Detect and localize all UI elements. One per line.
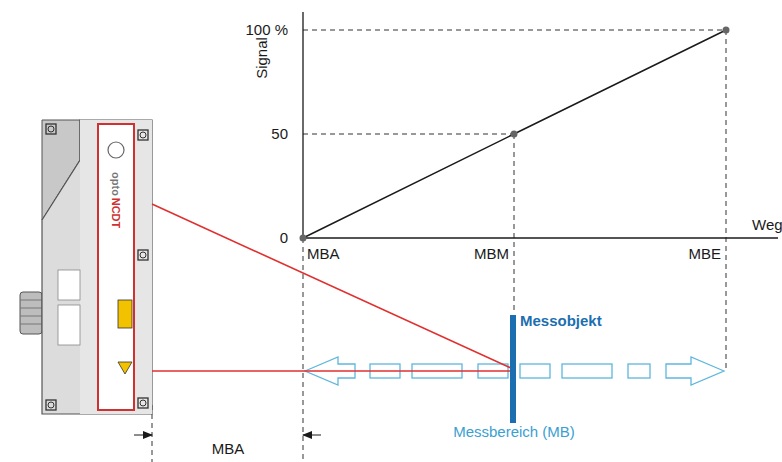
axis-title: Weg xyxy=(752,217,782,234)
chart-axes xyxy=(303,12,778,238)
axis-tick-label: 50 xyxy=(271,126,288,143)
laser-beam xyxy=(152,204,511,371)
axis-tick-label: 0 xyxy=(280,230,288,247)
dimension-label: MBA xyxy=(212,441,245,458)
range-point-label: MBE xyxy=(688,246,721,263)
signal-line xyxy=(303,30,726,238)
guide-lines xyxy=(152,30,726,462)
dimension-line xyxy=(134,435,321,436)
axis-tick-label: 100 % xyxy=(245,22,288,39)
range-point-label: MBM xyxy=(474,246,509,263)
signal-points xyxy=(300,27,730,242)
range-label: Messbereich (MB) xyxy=(453,424,575,441)
sensor-housing xyxy=(20,120,152,414)
target-bar xyxy=(510,315,516,423)
target-label: Messobjekt xyxy=(520,313,602,330)
range-point-label: MBA xyxy=(307,246,340,263)
brand-text: opto xyxy=(110,172,122,196)
axis-title: Signal xyxy=(254,37,271,79)
brand-text: NCDT xyxy=(110,198,122,229)
